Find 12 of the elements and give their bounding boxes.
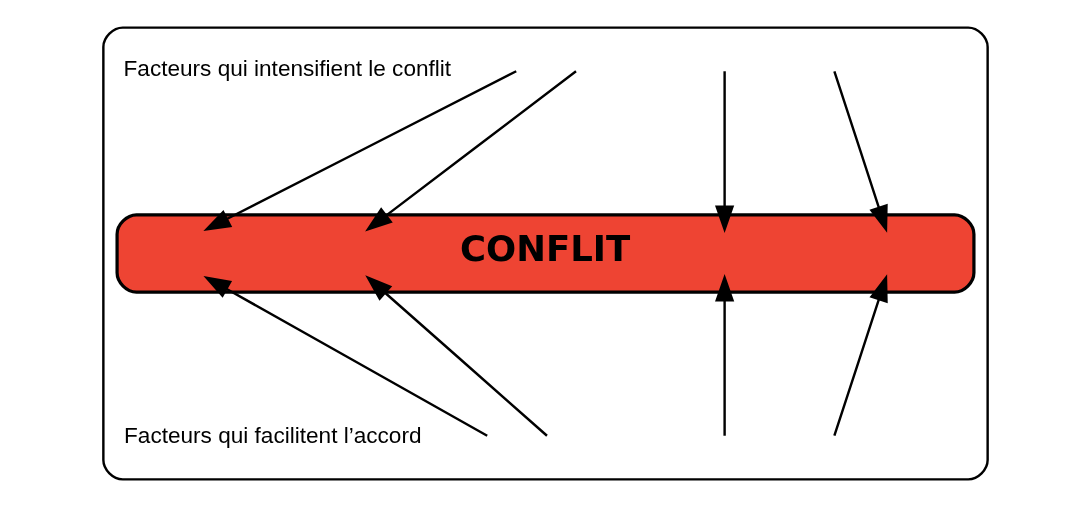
arrow (715, 71, 735, 233)
arrow (203, 275, 488, 437)
arrow (833, 274, 888, 437)
arrow (203, 70, 517, 231)
arrow (365, 275, 548, 437)
arrow (715, 274, 735, 436)
arrow (833, 70, 888, 233)
node-box: CONFLIT (115, 213, 976, 294)
label: Facteurs qui intensifient le conflit (123, 55, 452, 81)
label: Facteurs qui facilitent l’accord (124, 423, 422, 449)
cluster (102, 26, 989, 481)
arrow (365, 70, 577, 232)
